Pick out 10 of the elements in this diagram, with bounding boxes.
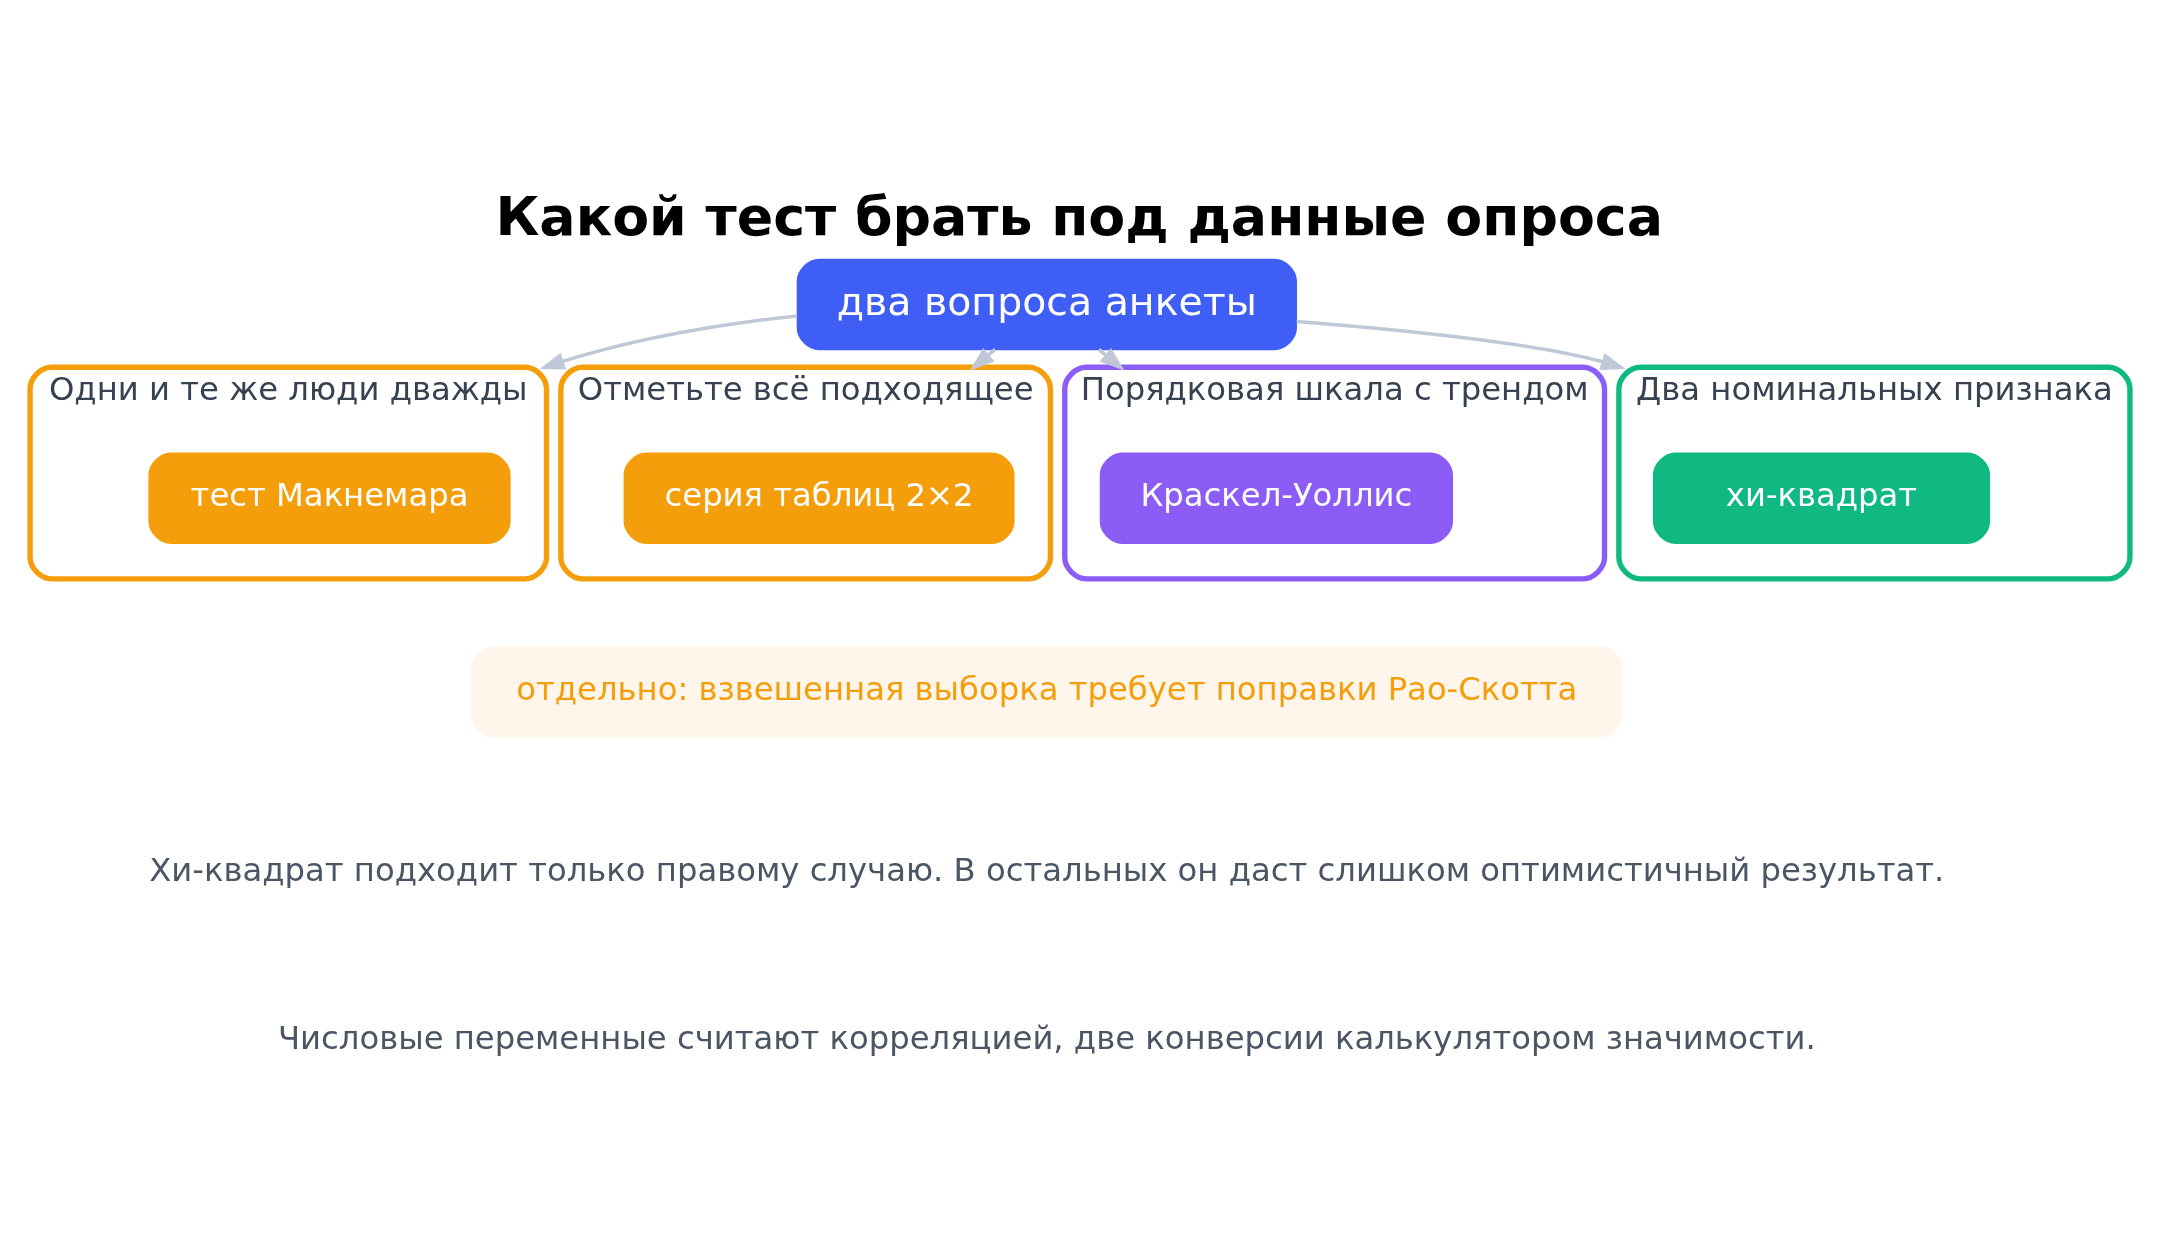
label: Хи-квадрат подходит только правому случаю. В остальных он даст слишком оптимистичный результат. <box>149 850 1945 889</box>
node-box: серия таблиц 2×2 <box>623 452 1015 544</box>
arrow <box>539 314 798 370</box>
node-box: тест Макнемара <box>148 452 511 544</box>
arrow <box>1296 319 1626 370</box>
node-box: хи-квадрат <box>1652 452 1991 544</box>
diagram-title: Какой тест брать под данные опроса <box>495 184 1664 248</box>
node-box: два вопроса анкеты <box>796 258 1297 351</box>
label: Числовые переменные считают корреляцией, две конверсии калькулятором значимости. <box>277 1019 1816 1058</box>
node-box: Краскел-Уоллис <box>1099 452 1453 544</box>
